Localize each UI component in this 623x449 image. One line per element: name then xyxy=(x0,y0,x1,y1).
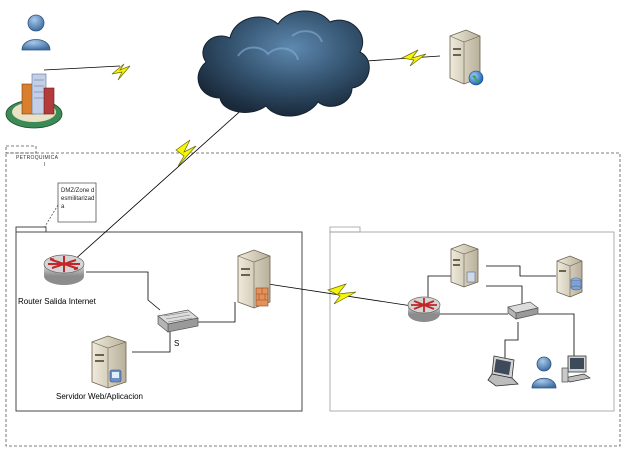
switch-icon xyxy=(507,301,539,320)
lightning-cloud-router xyxy=(175,139,197,167)
wan-link-lightning xyxy=(111,49,427,305)
link-switch2-workstation xyxy=(538,313,575,360)
lightning-building-cloud xyxy=(111,63,131,81)
link-server1-db xyxy=(486,265,556,277)
dmz-note-shape xyxy=(43,182,97,229)
internal-package-frame xyxy=(329,226,615,412)
user-icon xyxy=(531,356,557,389)
link-switch-firewall xyxy=(196,302,236,323)
server-icon xyxy=(91,335,127,389)
lightning-firewall-router xyxy=(327,283,357,305)
switch-label: S xyxy=(174,339,179,348)
web-server-icon xyxy=(449,29,484,86)
cloud-icon xyxy=(197,10,370,117)
workstation-icon xyxy=(561,355,591,383)
link-router2-server1 xyxy=(427,275,452,297)
link-switch2-laptop xyxy=(504,322,519,358)
outer-package-title: PETROQUIMICA xyxy=(16,155,59,161)
lightning-cloud-remote xyxy=(400,49,427,67)
router-icon xyxy=(407,296,441,322)
link-router-switch xyxy=(86,271,161,311)
office-building-icon xyxy=(5,73,63,129)
link-switch2-server1 xyxy=(486,285,523,304)
link-building-cloud xyxy=(43,65,121,71)
switch-icon xyxy=(157,309,199,333)
dmz-package-frame xyxy=(15,226,303,412)
router-out-label: Router Salida Internet xyxy=(18,297,97,306)
web-server-label: Servidor Web/Aplicacion xyxy=(56,392,143,401)
firewall-server-icon xyxy=(237,249,271,309)
user-icon xyxy=(21,14,51,51)
server-icon xyxy=(450,243,479,288)
outer-package-subtitle: I xyxy=(44,162,46,168)
dmz-note: DMZ/Zone desmilitarizada xyxy=(61,188,95,210)
router-icon xyxy=(43,254,85,285)
link-switch-webserver xyxy=(132,330,171,353)
outer-package-frame xyxy=(5,145,621,447)
database-server-icon xyxy=(556,255,583,298)
laptop-icon xyxy=(487,355,519,387)
